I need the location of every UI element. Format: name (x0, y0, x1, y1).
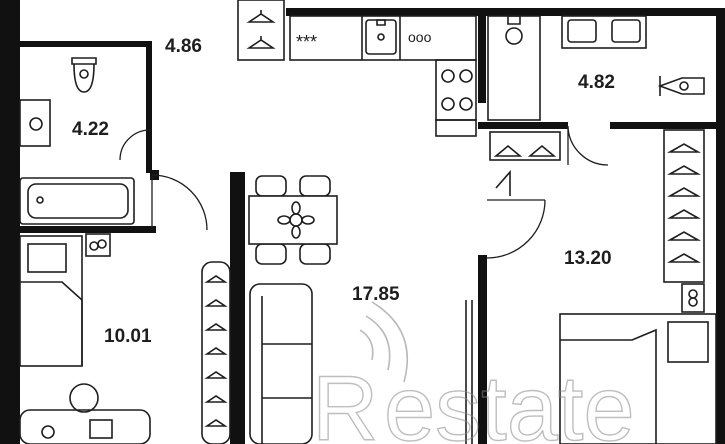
hanger-icon (495, 169, 511, 196)
toilet-1 (71, 57, 97, 93)
hanger-icon (204, 299, 228, 307)
room-area-hall: 4.86 (165, 36, 202, 57)
room-area-bedroom-2: 13.20 (564, 248, 612, 269)
kitchen-counter: *** ooo (289, 15, 477, 137)
kitchen-top-wall (286, 8, 486, 16)
hall-closet (489, 131, 561, 161)
hanger-icon (666, 187, 702, 197)
door-bedroom-2 (486, 199, 546, 259)
bathroom-1-fixtures (19, 57, 135, 225)
watermark-text: estate (384, 358, 635, 444)
hanger-icon (666, 143, 702, 153)
room-labels: 4.86 4.22 4.82 13.20 17.85 10.01 (72, 36, 615, 347)
hanger-icon (204, 395, 228, 403)
living-wardrobe (201, 261, 231, 444)
center-wall (230, 172, 245, 444)
desk (19, 409, 151, 444)
toilet-2 (657, 76, 705, 96)
stove-marks: *** (296, 32, 317, 52)
hall-wardrobe (237, 0, 285, 61)
bath2-bottom-wall-b (610, 122, 725, 129)
room-area-living-kitchen: 17.85 (352, 284, 400, 305)
dining-set (248, 175, 338, 265)
shower-tray (487, 15, 541, 121)
door-bathroom-2 (567, 125, 609, 166)
watermark-logo: R (312, 358, 378, 444)
sink-marks: ooo (408, 29, 432, 45)
bath2-bottom-wall-a (478, 122, 568, 129)
flower-icon (277, 201, 315, 239)
bedroom2-left-wall (478, 255, 487, 444)
bathtub (19, 177, 135, 225)
hob (435, 59, 477, 121)
signal-icon (359, 301, 408, 383)
bedroom-2-wardrobe (663, 129, 705, 283)
room-area-bathroom-2: 4.82 (578, 72, 615, 93)
hanger-icon (527, 144, 557, 157)
bath-right-wall (146, 41, 152, 173)
socket (85, 233, 111, 257)
bath2-top-wall (486, 8, 725, 16)
left-bath-wall (20, 41, 152, 47)
bedroom-1-fixtures (19, 233, 151, 444)
hanger-icon (493, 144, 523, 157)
hanger-icon (204, 347, 228, 355)
hanger-icon (666, 253, 702, 263)
bed-2 (559, 313, 717, 444)
hanger-icon (204, 371, 228, 379)
hanger-icon (204, 323, 228, 331)
bed-1 (19, 235, 83, 367)
hanger-icon (666, 231, 702, 241)
right-outer-wall (716, 8, 725, 444)
bedroom-2-fixtures (465, 129, 717, 444)
basin-1 (19, 99, 51, 147)
bath-bottom-wall (20, 226, 156, 233)
hanger-icon (666, 165, 702, 175)
door-bathroom-top (119, 129, 151, 161)
wardrobe-box (237, 0, 285, 61)
door-bathroom-1 (151, 174, 208, 231)
doors (119, 125, 609, 259)
left-outer-wall (0, 0, 20, 444)
double-sink (561, 15, 647, 49)
socket (681, 283, 705, 313)
kitchen-right-wall (478, 8, 486, 103)
watermark: R estate (311, 301, 635, 444)
sofa (249, 283, 313, 444)
room-area-bedroom-1: 10.01 (104, 326, 152, 347)
hanger-icon (666, 209, 702, 219)
hanger-icon (204, 275, 228, 283)
room-area-bathroom-1: 4.22 (72, 119, 109, 140)
hanger-icon (204, 419, 228, 427)
hanger-icon (246, 36, 276, 49)
bathroom-2-fixtures (487, 15, 705, 121)
hanger-icon (246, 10, 276, 23)
counter-top (289, 15, 477, 61)
